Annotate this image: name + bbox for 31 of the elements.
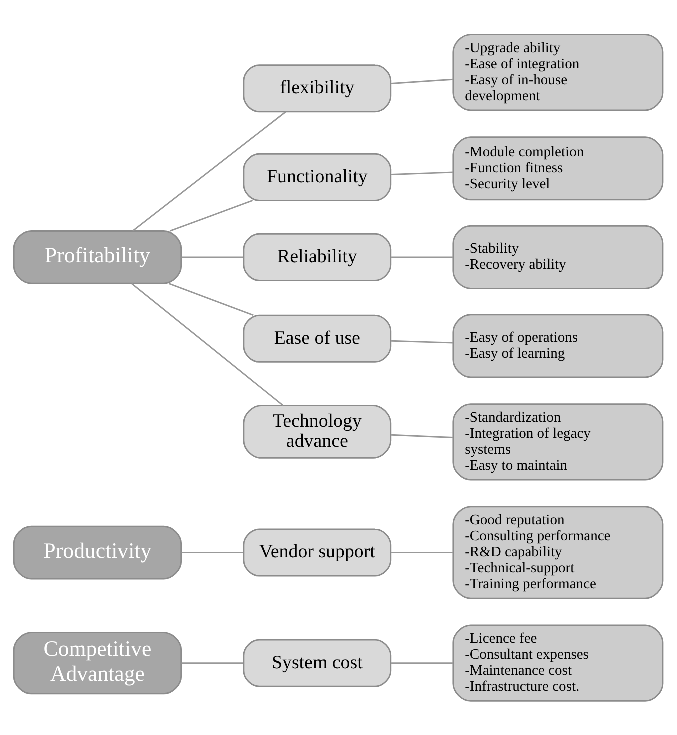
node-box: Functionality [243, 152, 392, 201]
node-box: -Good reputation -Consulting performance -R&D capability -Technical-support -Training performance [452, 506, 664, 599]
connector [392, 340, 454, 344]
node-box: Technology advance [243, 404, 392, 458]
node-box: Competitive Advantage [13, 632, 182, 694]
node-box: -Easy of operations -Easy of learning [452, 314, 664, 378]
connector [392, 662, 454, 664]
node-box: flexibility [243, 64, 392, 112]
connector [182, 552, 244, 553]
node-box: Profitability [13, 230, 182, 284]
connector [182, 662, 244, 664]
connector [168, 282, 254, 316]
node-box: Ease of use [243, 314, 392, 362]
connector [391, 78, 454, 84]
connector [182, 256, 244, 258]
node-box: Reliability [243, 232, 392, 281]
connector [170, 200, 254, 232]
node-box: -Upgrade ability -Ease of integration -Easy of in-house development [452, 34, 664, 111]
connector [391, 434, 454, 438]
node-box: System cost [243, 638, 392, 687]
node-box: -Standardization -Integration of legacy systems -Easy to maintain [452, 403, 664, 480]
connector [392, 552, 454, 553]
node-box: -Stability -Recovery ability [452, 224, 664, 289]
node-box: Vendor support [243, 528, 392, 576]
node-box: Productivity [13, 525, 182, 580]
connector [132, 282, 284, 406]
connector [392, 171, 454, 175]
node-box: -Licence fee -Consultant expenses -Maintenance cost -Infrastructure cost. [452, 624, 664, 702]
connector [392, 256, 454, 258]
node-box: -Module completion -Function fitness -Security level [452, 136, 664, 200]
connector [132, 111, 286, 232]
